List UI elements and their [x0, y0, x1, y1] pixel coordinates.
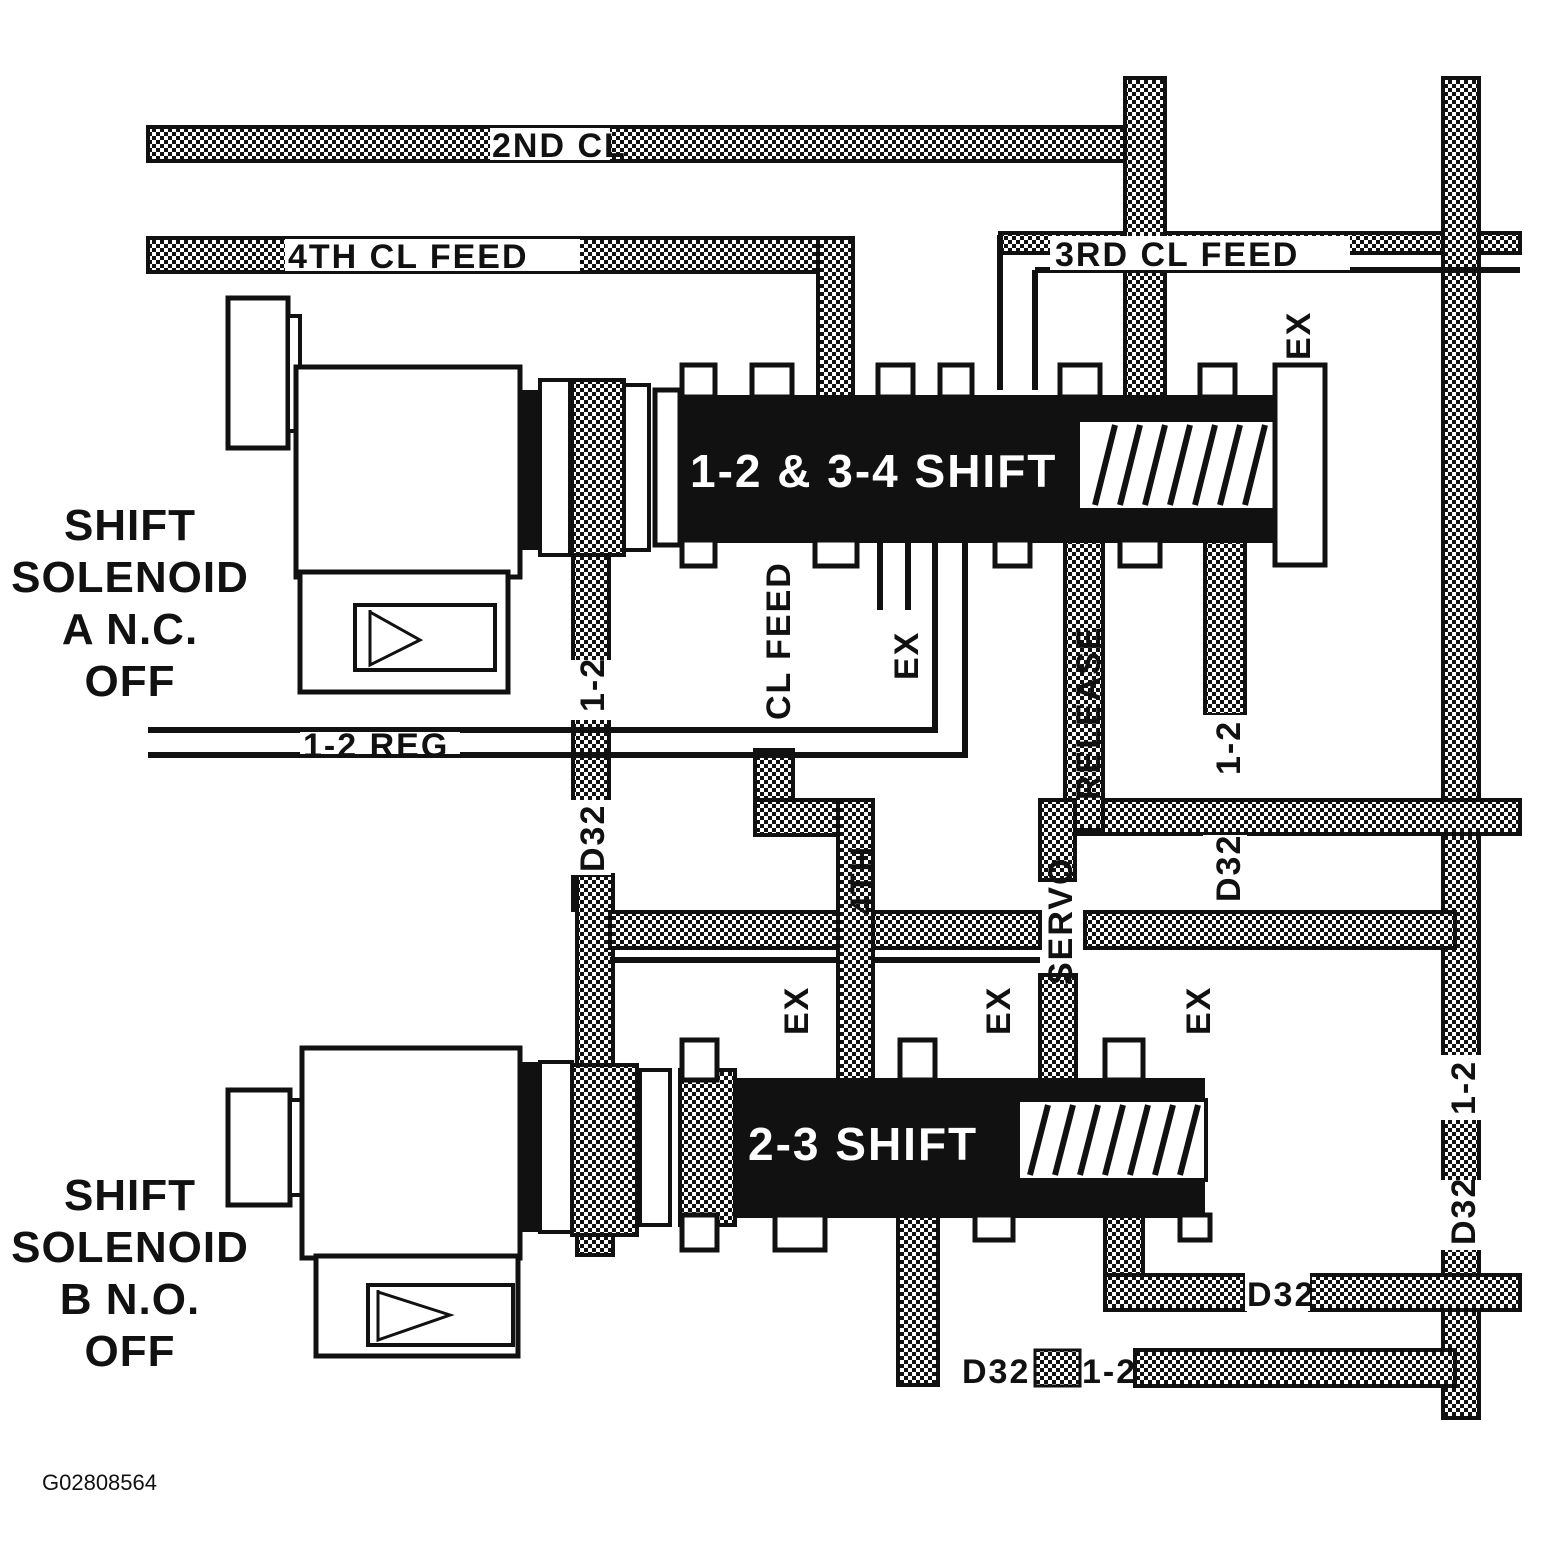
fluid-passages [146, 76, 1522, 1420]
figure-id: G02808564 [42, 1470, 157, 1495]
label-ex-5: EX [1180, 986, 1218, 1035]
label-4th-cl-feed: 4TH CL FEED [288, 238, 529, 276]
shift-solenoid-a [225, 295, 683, 695]
passage-d32-bottom-right [1308, 1273, 1522, 1312]
solenoid-a-line3: A N.C. [62, 605, 198, 654]
label-1-2-left: 1-2 [574, 657, 612, 712]
passage-2nd-cl [146, 125, 1162, 163]
label-d32-mid-right: D32 [1210, 834, 1248, 902]
label-1-2-reg: 1-2 REG [303, 727, 449, 765]
label-d32-far-right: D32 [1445, 1177, 1483, 1245]
passage-release-horizontal [1038, 798, 1522, 836]
solenoid-b-line3: B N.O. [60, 1275, 200, 1324]
passage-d32-bottom-a [1103, 1273, 1247, 1312]
valve-1-2-3-4-shift: 1-2 & 3-4 SHIFT [679, 362, 1328, 569]
solenoid-a-line1: SHIFT [64, 501, 196, 550]
passage-mid-horizontal-left [608, 910, 1042, 950]
passage-mid-horizontal-right [1083, 910, 1457, 950]
passage-d32-12-right-upper [1203, 518, 1247, 717]
passage-labels: 2ND CL 4TH CL FEED 3RD CL FEED 1-2 REG C… [285, 127, 1483, 1391]
label-2nd-cl: 2ND CL [492, 127, 627, 165]
label-ex-2: EX [888, 631, 926, 680]
label-servo: SERVO [1042, 857, 1080, 985]
shift-solenoid-b [225, 1045, 737, 1359]
passage-12-reg-top [148, 540, 938, 733]
label-d32-bottom-b: D32 [962, 1353, 1030, 1391]
solenoid-b-label: SHIFT SOLENOID B N.O. OFF [11, 1171, 249, 1376]
label-d32-bottom-a: D32 [1247, 1276, 1315, 1314]
passage-4th-feed-drop [816, 236, 855, 400]
label-4th: 4TH [844, 845, 882, 915]
valve-top-label: 1-2 & 3-4 SHIFT [690, 445, 1057, 497]
solenoid-a-line4: OFF [85, 657, 176, 706]
label-3rd-cl-feed: 3RD CL FEED [1055, 236, 1299, 274]
label-ex-4: EX [980, 986, 1018, 1035]
valve-2-3-shift: 2-3 SHIFT [679, 1037, 1213, 1253]
solenoid-a-label: SHIFT SOLENOID A N.C. OFF [11, 501, 249, 706]
passage-servo-upper [1038, 798, 1077, 882]
label-1-2-mid-right: 1-2 [1210, 720, 1248, 775]
passage-12-reg-bottom [148, 535, 968, 758]
solenoid-a-line2: SOLENOID [11, 553, 249, 602]
solenoid-b-line1: SHIFT [64, 1171, 196, 1220]
solenoid-b-line2: SOLENOID [11, 1223, 249, 1272]
passage-12-bottom [1133, 1348, 1457, 1388]
exhaust-labels: EX EX EX EX EX [778, 311, 1318, 1035]
label-1-2-bottom: 1-2 [1082, 1353, 1137, 1391]
label-ex-3: EX [778, 986, 816, 1035]
label-1-2-far-right: 1-2 [1445, 1060, 1483, 1115]
passage-bottom-vertical-left [896, 1198, 940, 1387]
label-d32-left: D32 [574, 804, 612, 872]
label-release: RELEASE [1070, 625, 1108, 800]
valve-bottom-label: 2-3 SHIFT [748, 1118, 978, 1170]
solenoid-b-line4: OFF [85, 1327, 176, 1376]
label-ex-1: EX [1280, 311, 1318, 360]
label-cl-feed: CL FEED [760, 561, 798, 720]
